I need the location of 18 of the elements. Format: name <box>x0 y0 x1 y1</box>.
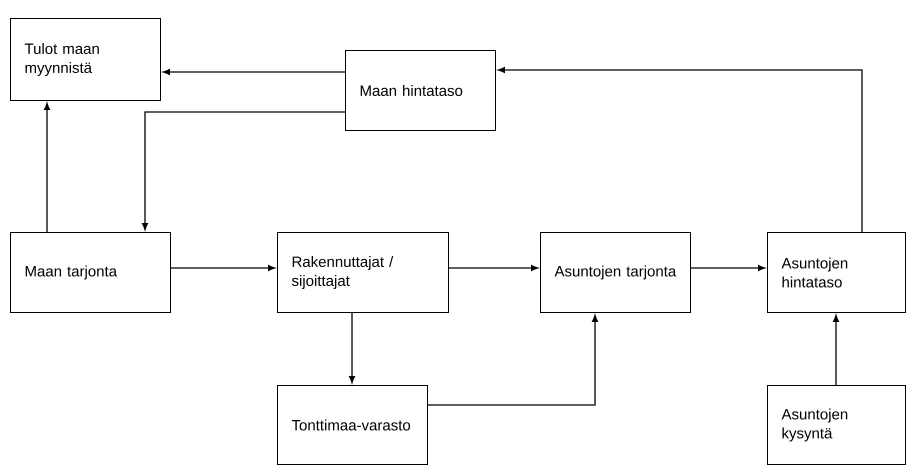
arrow <box>498 67 863 232</box>
arrow <box>428 314 598 406</box>
arrow <box>142 111 345 230</box>
process-box: Asuntojen tarjonta <box>540 232 691 313</box>
arrow <box>691 265 766 271</box>
arrow <box>449 265 538 271</box>
process-box: Tonttimaa-varasto <box>277 385 428 465</box>
arrow <box>162 69 345 75</box>
process-box: Maan hintataso <box>345 50 496 131</box>
arrow <box>44 102 50 232</box>
process-box: Tulot maan myynnistä <box>10 18 161 101</box>
arrow <box>833 314 839 385</box>
arrow <box>171 265 276 271</box>
process-box: Asuntojen kysyntä <box>767 385 906 465</box>
process-box: Maan tarjonta <box>10 232 171 313</box>
arrow <box>349 313 355 384</box>
process-box: Rakennuttajat / sijoittajat <box>277 232 449 313</box>
process-box: Asuntojen hintataso <box>767 232 906 313</box>
